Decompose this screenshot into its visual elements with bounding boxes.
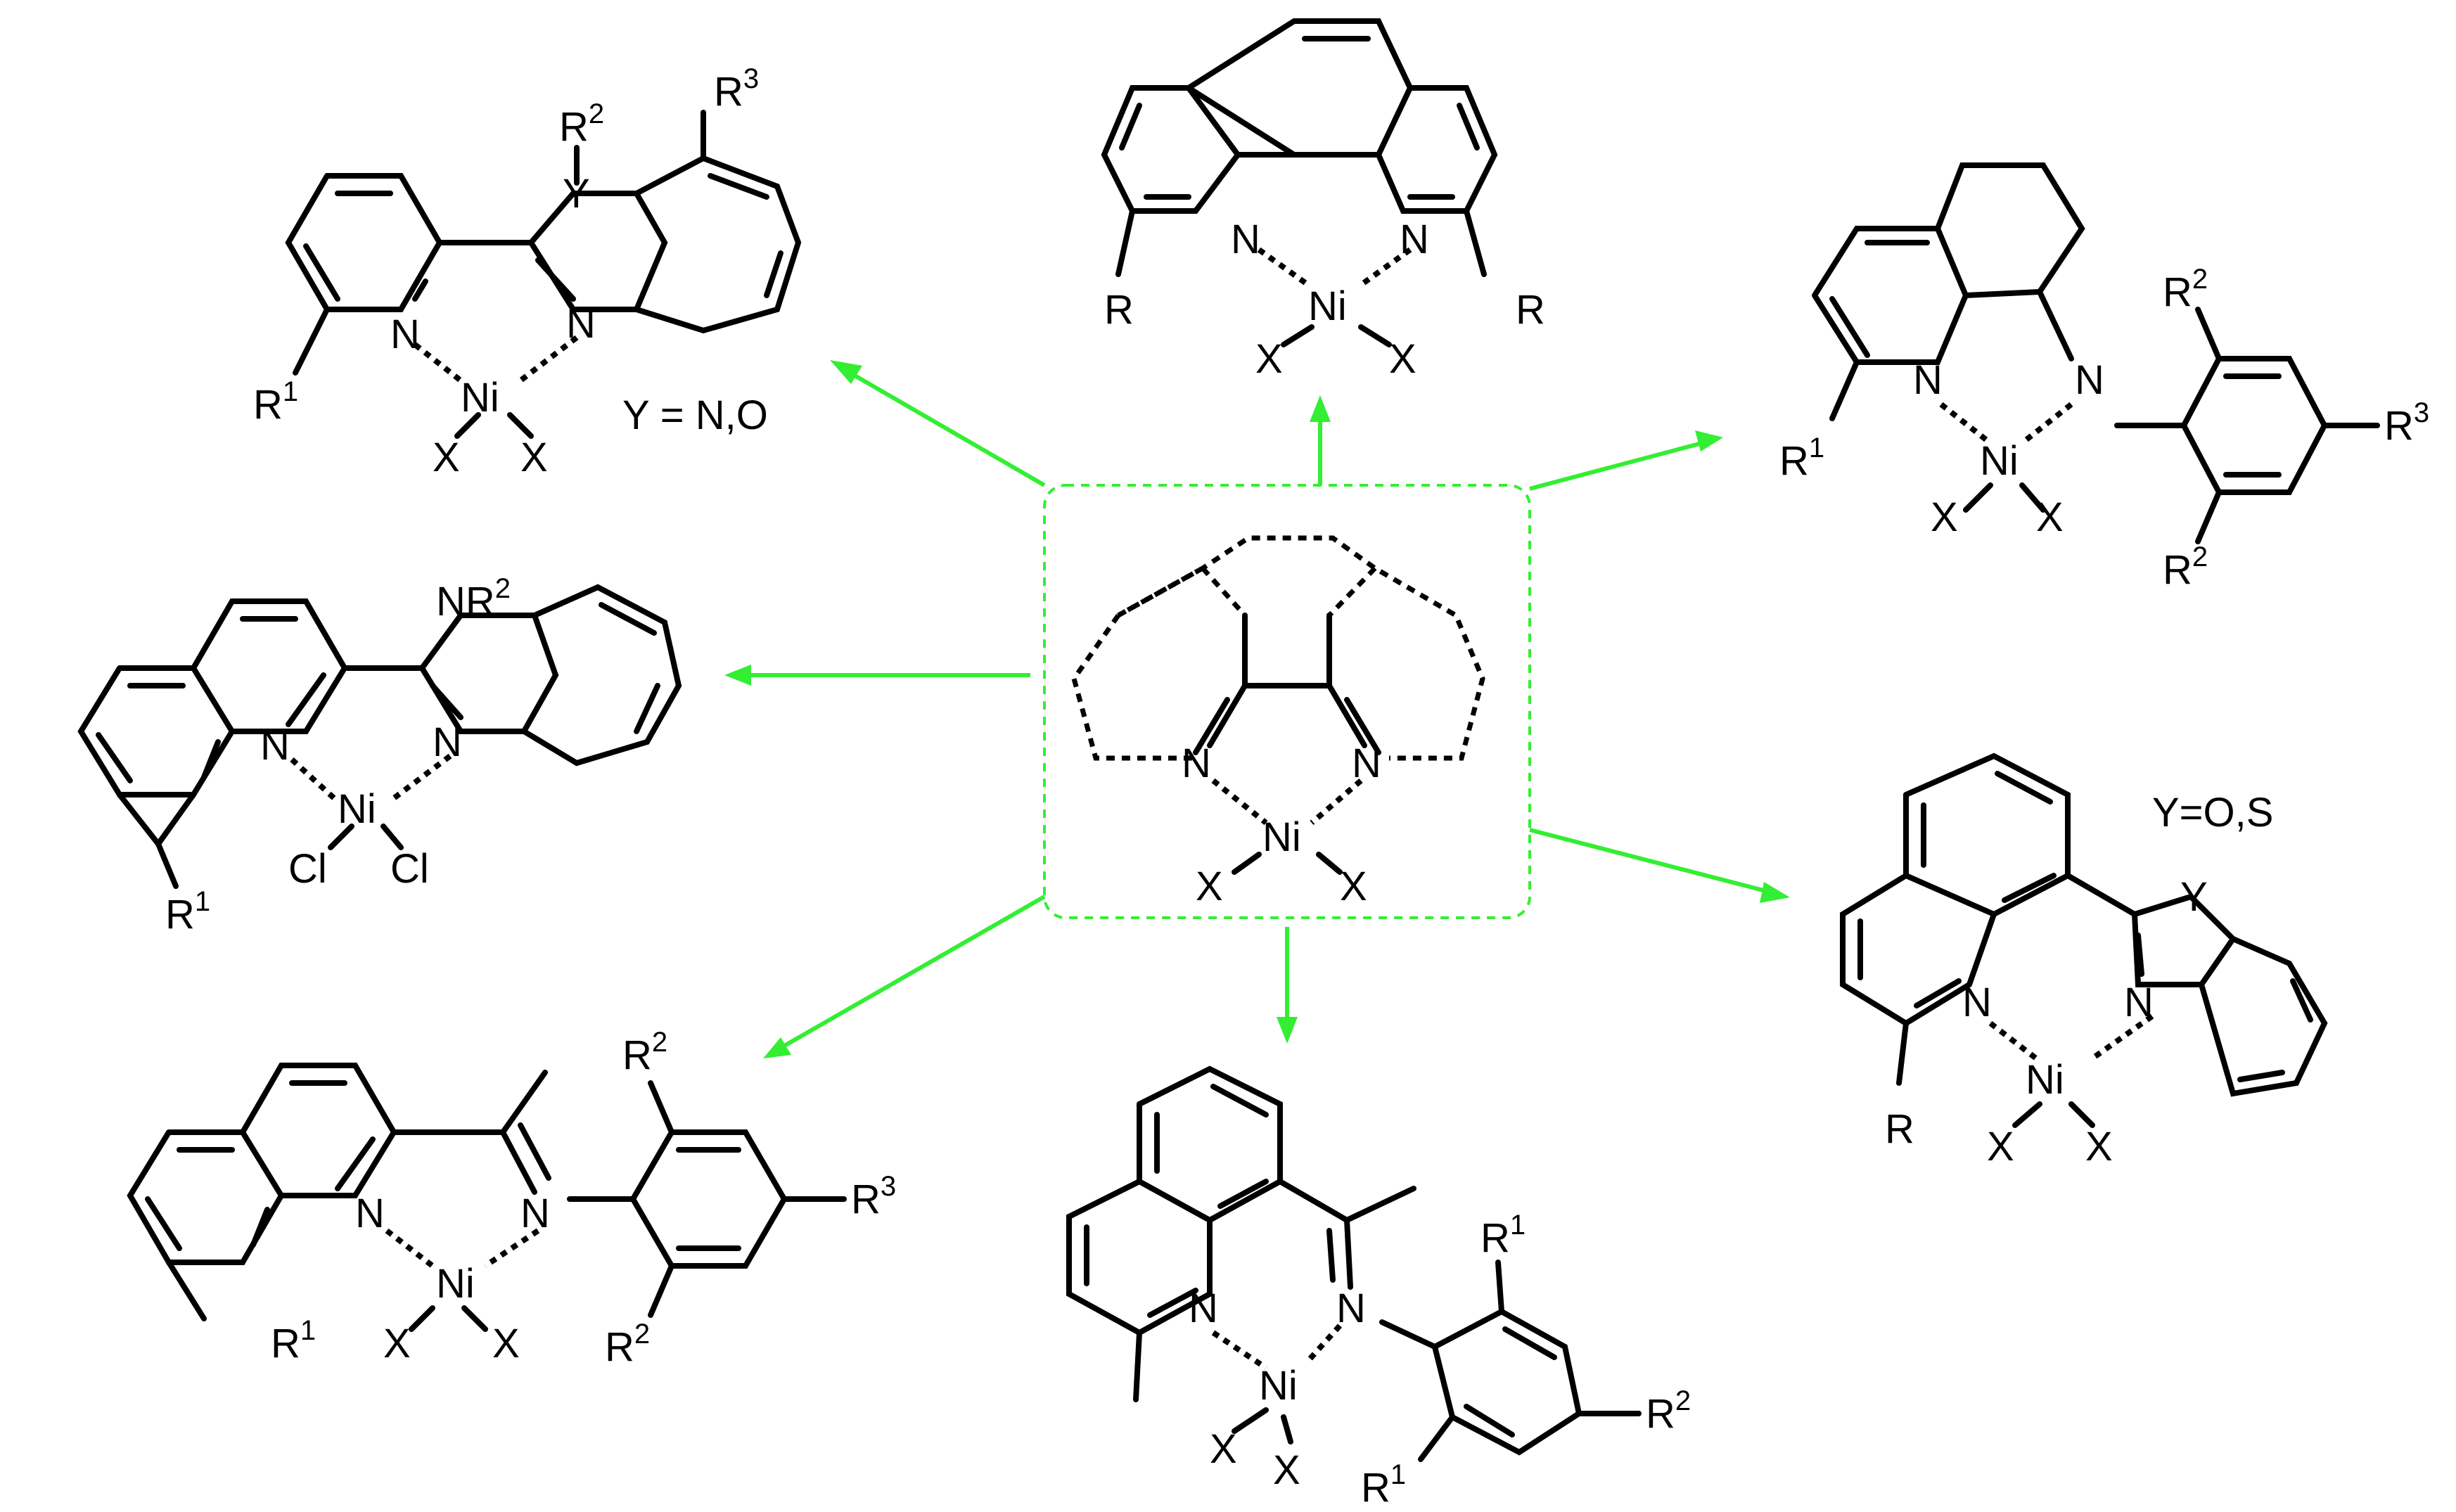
atom-n: N <box>433 719 462 765</box>
complex-quinolyl-benzimidazole: NR2 N N Ni Cl Cl R1 <box>77 573 682 937</box>
central-highlight-box <box>1043 484 1531 919</box>
scaffold-dashed-rings <box>1071 535 1485 761</box>
note-y-definition: Y=O,S <box>2152 790 2273 835</box>
atom-x: X <box>1273 1447 1300 1493</box>
atom-y: Y <box>2180 874 2208 920</box>
arrowhead <box>1760 882 1790 903</box>
atom-x: X <box>1255 336 1283 382</box>
atom-ni: Ni <box>436 1261 475 1307</box>
atom-y: Y <box>563 171 590 217</box>
group-r2: R2 <box>2163 264 2208 315</box>
group-r2: R2 <box>622 1027 667 1078</box>
arrow-to-bottom-left <box>779 895 1046 1050</box>
group-r2: R2 <box>559 98 604 150</box>
group-r1: R1 <box>1361 1459 1406 1511</box>
group-r: R <box>1104 287 1134 333</box>
atom-cl: Cl <box>390 846 429 892</box>
atom-n: N <box>355 1191 385 1236</box>
atom-n: N <box>1962 980 1992 1025</box>
atom-ni: Ni <box>461 375 499 421</box>
arrowhead <box>763 1037 791 1058</box>
atom-n: N <box>2075 357 2104 403</box>
atom-nr: NR2 <box>436 573 511 624</box>
atom-x: X <box>492 1321 520 1366</box>
group-r1: R1 <box>1480 1210 1526 1261</box>
atom-n: N <box>1352 741 1381 786</box>
atom-cl: Cl <box>288 846 327 892</box>
arrowhead <box>1695 430 1723 451</box>
atom-x: X <box>1210 1426 1237 1472</box>
atom-x: X <box>1931 494 1958 540</box>
atom-x: X <box>433 435 460 480</box>
arrowhead <box>830 360 862 384</box>
group-r: R <box>1516 287 1545 333</box>
atom-ni: Ni <box>1980 438 2019 484</box>
arrowhead <box>1310 395 1331 422</box>
atom-ni: Ni <box>338 786 376 832</box>
atom-x: X <box>1987 1124 2014 1170</box>
atom-n: N <box>390 312 420 357</box>
arrows <box>724 360 1790 1058</box>
group-r3: R3 <box>714 63 759 115</box>
atom-n: N <box>2124 980 2154 1025</box>
atom-x: X <box>2036 494 2064 540</box>
atom-ni: Ni <box>2026 1057 2064 1103</box>
atom-x: X <box>520 435 548 480</box>
complex-pyridyl-benzazole: Y N N Ni X X R2 R3 R1 Y = N,O <box>253 63 802 480</box>
complex-phenanthroline: N N Ni X X R R <box>1101 18 1545 382</box>
atom-n: N <box>1189 1286 1218 1331</box>
group-r1: R1 <box>271 1315 316 1366</box>
group-r: R <box>1885 1106 1914 1152</box>
atom-x: X <box>1340 864 1367 909</box>
group-r1: R1 <box>165 886 210 937</box>
complex-quinolyl-imine: N N Ni X X R1 R2 R2 R3 <box>127 1027 896 1370</box>
atom-x: X <box>1389 336 1416 382</box>
atom-n: N <box>1400 217 1429 262</box>
atom-ni: Ni <box>1262 814 1301 860</box>
atom-ni: Ni <box>1259 1363 1298 1409</box>
complex-benzoquinolyl-benzazole: Y N N Ni X X R Y=O,S <box>1840 752 2328 1170</box>
group-r1: R1 <box>253 376 298 428</box>
atom-n: N <box>1913 357 1943 403</box>
group-r2: R2 <box>1646 1385 1691 1437</box>
atom-x: X <box>2085 1124 2113 1170</box>
atom-n: N <box>1336 1286 1366 1331</box>
arrowhead <box>724 665 751 686</box>
complex-tetrahydroquinoline-amine: N N Ni X X R1 R2 R2 R3 <box>1779 162 2429 593</box>
group-r2: R2 <box>2163 542 2208 593</box>
group-r1: R1 <box>1779 433 1824 484</box>
note-y-definition: Y = N,O <box>622 392 768 438</box>
group-r3: R3 <box>2384 397 2429 449</box>
scaffold-bonds <box>1193 613 1381 875</box>
group-r3: R3 <box>851 1171 896 1222</box>
central-scaffold: N N Ni X X <box>1043 484 1531 919</box>
arrowhead <box>1277 1017 1298 1044</box>
atom-n: N <box>520 1191 550 1236</box>
arrow-to-top-left <box>846 369 1046 487</box>
atom-n: N <box>566 301 596 347</box>
atom-x: X <box>1196 864 1223 909</box>
arrow-to-top-right <box>1529 441 1703 491</box>
atom-ni: Ni <box>1308 283 1347 329</box>
atom-n: N <box>1182 741 1211 786</box>
atom-n: N <box>1231 217 1260 262</box>
atom-n: N <box>260 723 290 769</box>
atom-x: X <box>383 1321 411 1366</box>
group-r2: R2 <box>605 1319 650 1370</box>
complex-benzoquinolyl-imine: N N Ni X X R1 R1 R2 <box>1066 1065 1691 1511</box>
arrow-to-middle-right <box>1529 828 1770 894</box>
